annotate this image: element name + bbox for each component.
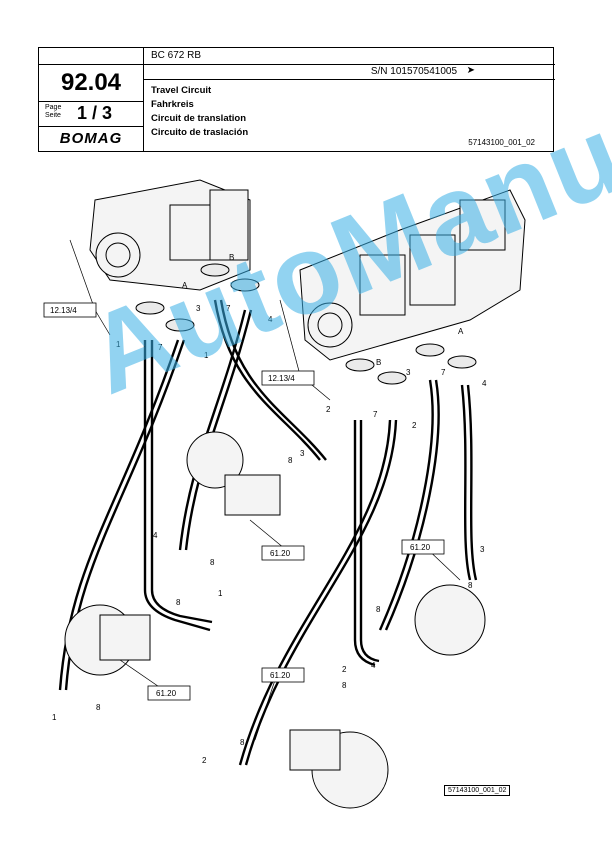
ref-label: 61.20 [156,689,177,698]
svg-text:A: A [458,327,464,336]
title-es: Circuito de traslación [151,127,249,138]
svg-text:1: 1 [218,589,223,598]
svg-text:3: 3 [480,545,485,554]
svg-text:8: 8 [176,598,181,607]
flanges [135,263,477,385]
svg-text:4: 4 [371,661,376,670]
ref-label: 12.13/4 [50,306,77,315]
ref-boxes: 12.13/4 12.13/4 61.20 61.20 61.20 61.20 [43,302,445,701]
right-pump [299,189,526,361]
doc-id: 57143100_001_02 [468,138,535,147]
svg-text:7: 7 [226,304,231,313]
svg-text:8: 8 [342,681,347,690]
svg-text:B: B [376,358,381,367]
ref-label: 61.20 [410,543,431,552]
ref-label: 61.20 [270,671,291,680]
svg-text:4: 4 [153,531,158,540]
title-en: Travel Circuit [151,85,212,96]
svg-text:7: 7 [441,368,446,377]
part-callouts: 1 1 7 3 7 4 A B 2 7 2 3 7 4 A B 8 3 4 8 … [52,253,487,765]
svg-text:8: 8 [240,738,245,747]
svg-text:1: 1 [116,340,121,349]
svg-text:8: 8 [96,703,101,712]
svg-text:2: 2 [412,421,417,430]
model-name: BC 672 RB [151,50,202,61]
svg-text:2: 2 [202,756,207,765]
svg-text:A: A [182,281,188,290]
svg-text:8: 8 [468,581,473,590]
serial-number: S/N 101570541005 [370,66,457,77]
title-fr: Circuit de translation [151,113,247,124]
serial-arrow-icon: ➤ [466,65,475,76]
hydraulic-diagram: 12.13/4 12.13/4 61.20 61.20 61.20 61.20 … [43,179,526,809]
svg-text:8: 8 [376,605,381,614]
svg-text:7: 7 [373,410,378,419]
travel-motors [64,431,486,809]
svg-text:3: 3 [196,304,201,313]
svg-text:2: 2 [326,405,331,414]
svg-text:1: 1 [204,351,209,360]
svg-text:8: 8 [288,456,293,465]
bomag-logo: BOMAG [59,130,123,147]
figure-id: 57143100_001_02 [444,785,511,796]
titles: Travel Circuit Fahrkreis Circuit de tran… [151,84,248,140]
page-number: 1 / 3 [77,103,113,123]
leaders [69,239,461,741]
left-pump [89,179,251,291]
svg-text:3: 3 [300,449,305,458]
ref-label: 61.20 [270,549,291,558]
svg-text:7: 7 [158,343,163,352]
svg-text:4: 4 [482,379,487,388]
svg-text:1: 1 [52,713,57,722]
svg-text:8: 8 [210,558,215,567]
section-number: 92.04 [60,69,122,96]
ref-label: 12.13/4 [268,374,295,383]
svg-text:2: 2 [342,665,347,674]
svg-text:B: B [229,253,234,262]
svg-text:3: 3 [406,368,411,377]
title-de: Fahrkreis [151,99,194,110]
svg-text:4: 4 [268,315,273,324]
